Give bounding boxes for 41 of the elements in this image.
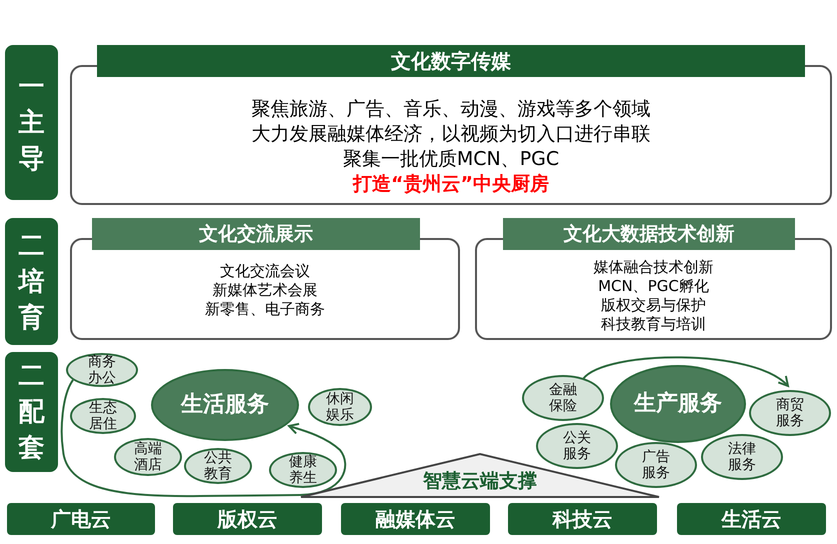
section-panel	[70, 218, 460, 340]
cloud-platform-box: 版权云	[173, 503, 322, 535]
side-tab: 二配套	[5, 352, 58, 472]
cloud-platform-box: 融媒体云	[341, 503, 490, 535]
service-ellipse: 健康养生	[269, 452, 337, 488]
section-header: 文化交流展示	[92, 218, 420, 250]
roof-label: 智慧云端支撑	[423, 469, 537, 494]
service-ellipse: 金融保险	[522, 375, 604, 421]
body-text: 媒体融合技术创新	[594, 258, 714, 277]
body-text: 大力发展融媒体经济，以视频为切入口进行串联	[252, 122, 650, 147]
cloud-platform-box: 生活云	[677, 503, 826, 535]
service-ellipse: 高端酒店	[114, 438, 182, 476]
cloud-platform-box: 广电云	[7, 503, 155, 535]
service-ellipse: 广告服务	[615, 442, 697, 488]
body-text: 版权交易与保护	[601, 296, 706, 315]
body-text: 打造“贵州云”中央厨房	[353, 172, 549, 197]
section-header: 文化大数据技术创新	[503, 218, 795, 250]
section-panel	[475, 218, 832, 340]
service-ellipse: 公关服务	[536, 423, 618, 469]
body-text: 新零售、电子商务	[205, 300, 325, 319]
curved-arrow	[60, 379, 346, 498]
body-text: 新媒体艺术会展	[212, 281, 318, 300]
body-text: 文化交流会议	[220, 262, 310, 281]
cloud-platform-box: 科技云	[508, 503, 657, 535]
service-ellipse: 生态居住	[70, 398, 136, 434]
service-ellipse: 公共教育	[184, 448, 252, 484]
curved-arrow	[582, 356, 789, 387]
category-ellipse: 生产服务	[610, 365, 746, 443]
body-text: 聚集一批优质MCN、PGC	[342, 147, 560, 172]
category-ellipse: 生活服务	[151, 369, 299, 441]
body-text: MCN、PGC孵化	[598, 277, 709, 296]
service-ellipse: 商务办公	[66, 353, 138, 387]
service-ellipse: 休闲娱乐	[308, 388, 372, 426]
side-tab: 一主导	[5, 45, 58, 200]
section-header: 文化数字传媒	[97, 45, 805, 77]
section-panel	[70, 45, 832, 205]
side-tab: 二培育	[5, 218, 58, 345]
service-ellipse: 商贸服务	[749, 390, 831, 436]
body-text: 聚焦旅游、广告、音乐、动漫、游戏等多个领域	[252, 97, 650, 122]
service-ellipse: 法律服务	[701, 434, 783, 480]
body-text: 科技教育与培训	[601, 315, 706, 334]
